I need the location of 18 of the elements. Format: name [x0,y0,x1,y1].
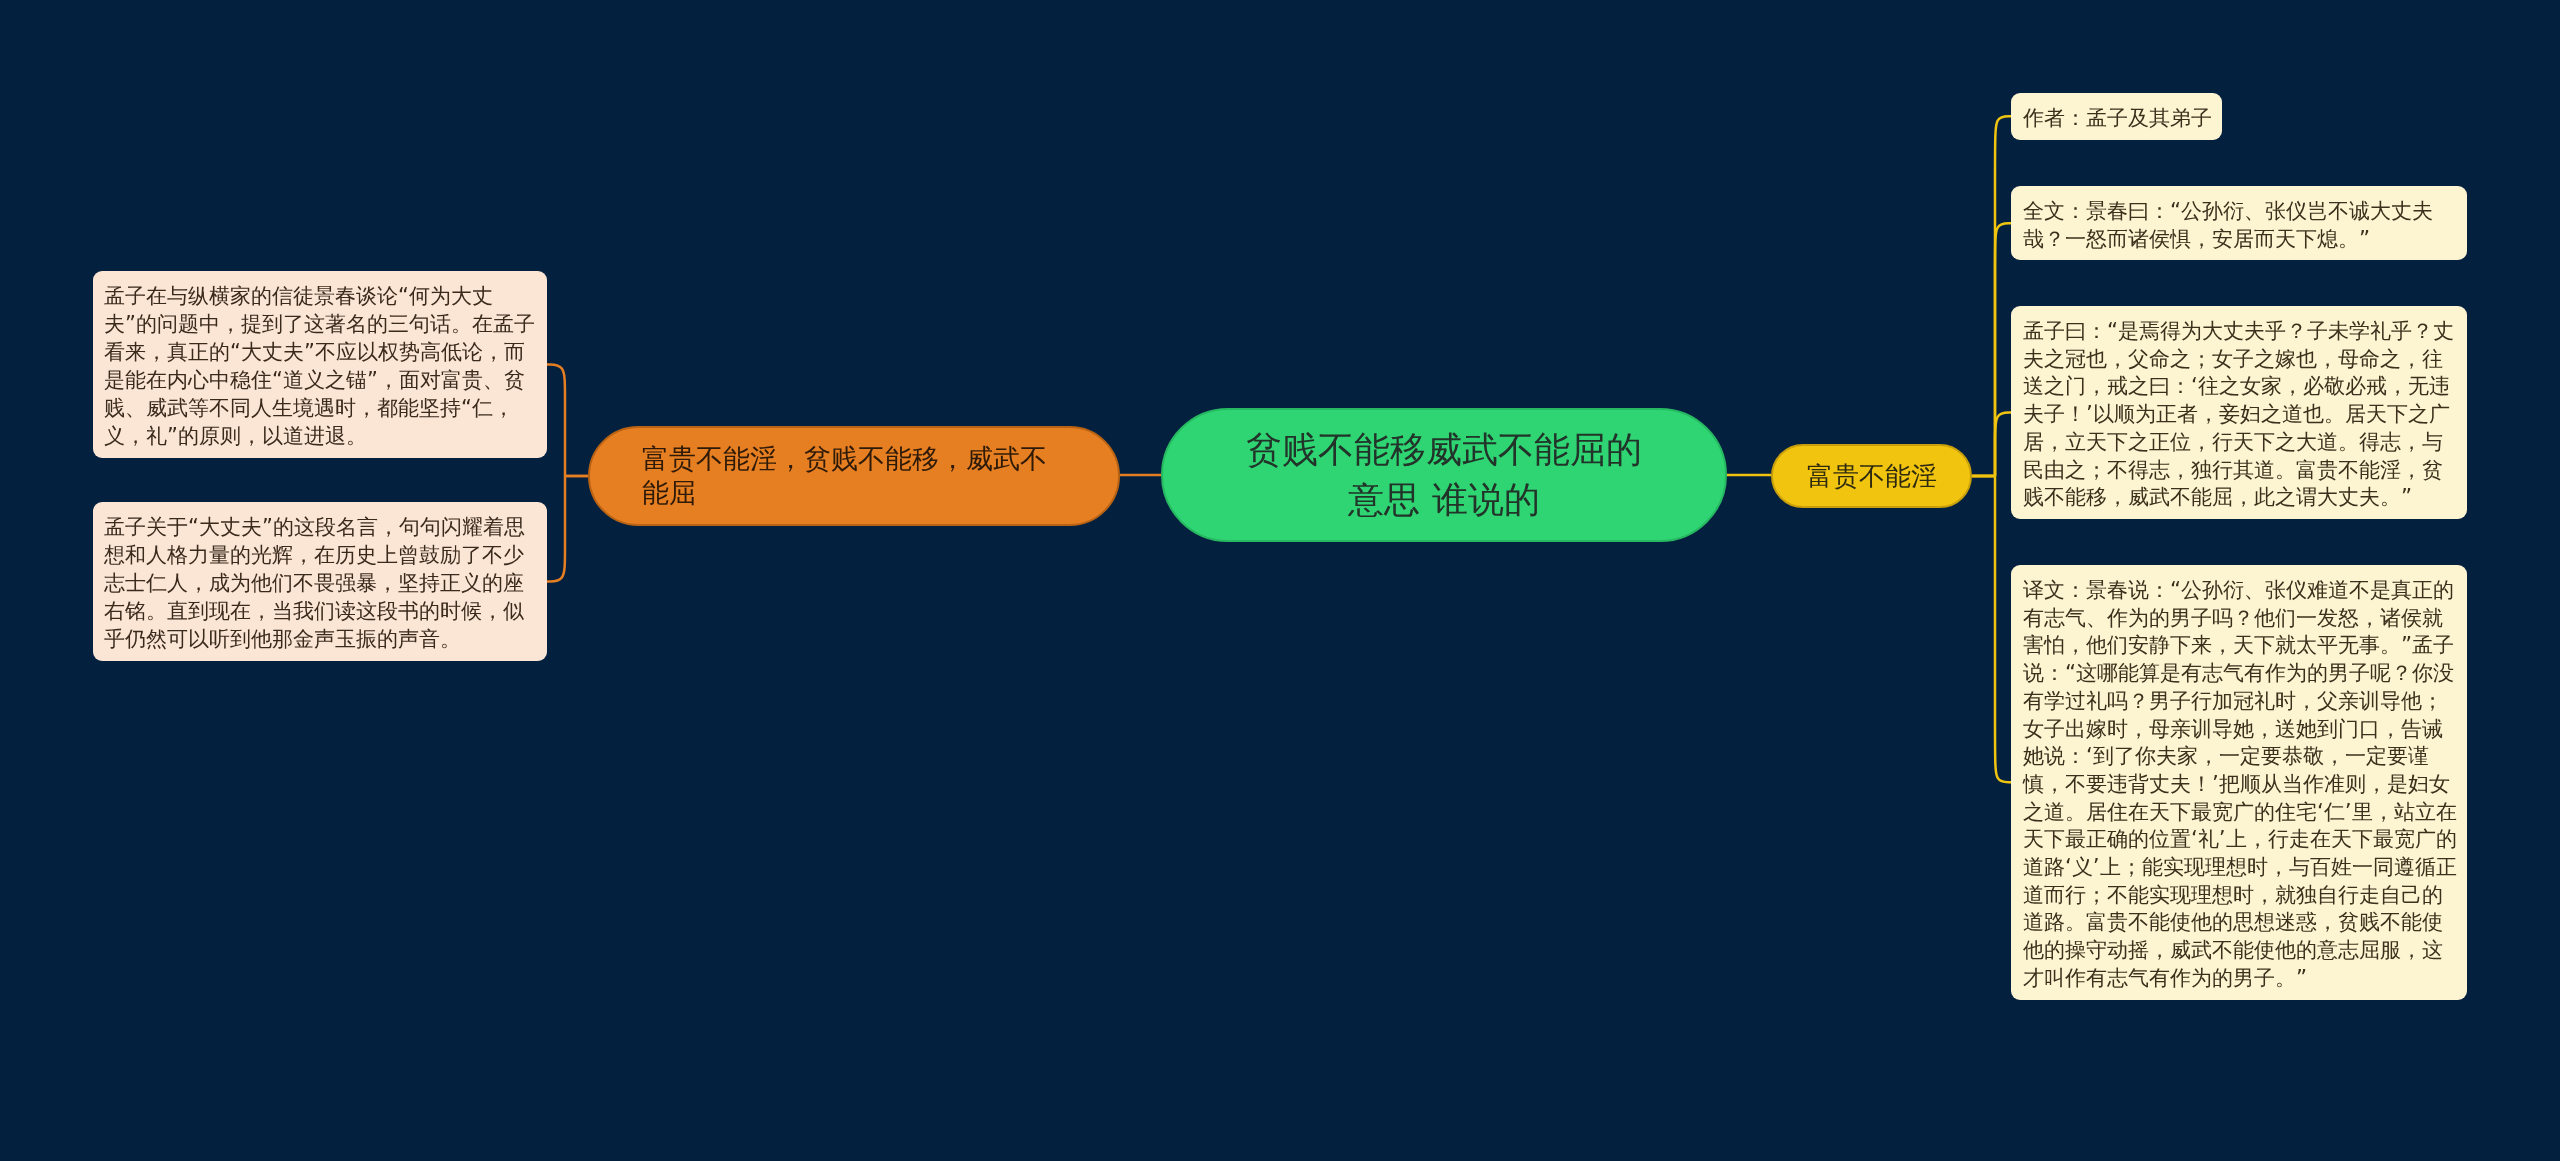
branch-topic-pill [1771,444,1972,508]
note-card [93,271,547,458]
connector-line [1972,474,2013,784]
note-text: 译文：景春说：“公孙衍、张仪难道不是真正的有志气、作为的男子吗？他们一发怒，诸侯就害怕，他们安静下来，天下就太平无事。”孟子说：“这哪能算是有志气有作为的男子呢？你没有学过礼吗？男子行加冠礼时，父亲训导他；女子出嫁时，母亲训导她，送她到门口，告诫她说：‘到了你夫家，一定要恭敬，一定要谨慎，不要违背丈夫！’把顺从当作准则，是妇女之道。居住在天下最宽广的住宅‘仁’里，站立在天下最正确的位置‘礼’上，行走在天下最宽广的道路‘义’上；能实现理想时，与百姓一同遵循正道而行；不能实现理想时，就独自行走自己的道路。富贵不能使他的思想迷惑，贫贱不能使他的操守动摇，威武不能使他的意志屈服，这才叫作有志气有作为的男子。” [2023,576,2457,992]
connector-line [1727,473,1771,477]
connector-line [1120,473,1161,477]
note-text: 孟子关于“大丈夫”的这段名言，句句闪耀着思想和人格力量的光辉，在历史上曾鼓励了不少志士仁人，成为他们不畏强暴，坚持正义的座右铭。直到现在，当我们读这段书的时候，似乎仍然可以听到他那金声玉振的声音。 [104,514,526,653]
connector-line [545,474,588,583]
note-text: 孟子在与纵横家的信徒景春谈论“何为大丈夫”的问题中，提到了这著名的三句话。在孟子看来，真正的“大丈夫”不应以权势高低论，而是能在内心中稳住“道义之锚”，面对富贵、贫贱、威武等不同人生境遇时，都能坚持“仁，义，礼”的原则，以道进退。 [104,283,535,450]
note-card [2011,93,2222,140]
note-text: 全文：景春曰：“公孙衍、张仪岂不诚大丈夫哉？一怒而诸侯惧，安居而天下熄。” [2023,197,2435,253]
note-card [93,502,547,661]
note-text: 作者：孟子及其弟子 [2023,104,2212,132]
branch-title: 富贵不能淫 [1806,460,1937,493]
note-text: 孟子曰：“是焉得为大丈夫乎？子未学礼乎？丈夫之冠也，父命之；女子之嫁也，母命之，往送之门，戒之曰：‘往之女家，必敬必戒，无违夫子！’以顺为正者，妾妇之道也。居天下之广居，立天下之正位，行天下之大道。得志，与民由之；不得志，独行其道。富贵不能淫，贫贱不能移，威武不能屈，此之谓大丈夫。” [2023,317,2456,511]
note-card [2011,186,2467,261]
branch-title: 富贵不能淫，贫贱不能移，威武不能屈 [642,442,1048,510]
topic-title: 贫贱不能移威武不能屈的意思 谁说的 [1245,428,1643,522]
